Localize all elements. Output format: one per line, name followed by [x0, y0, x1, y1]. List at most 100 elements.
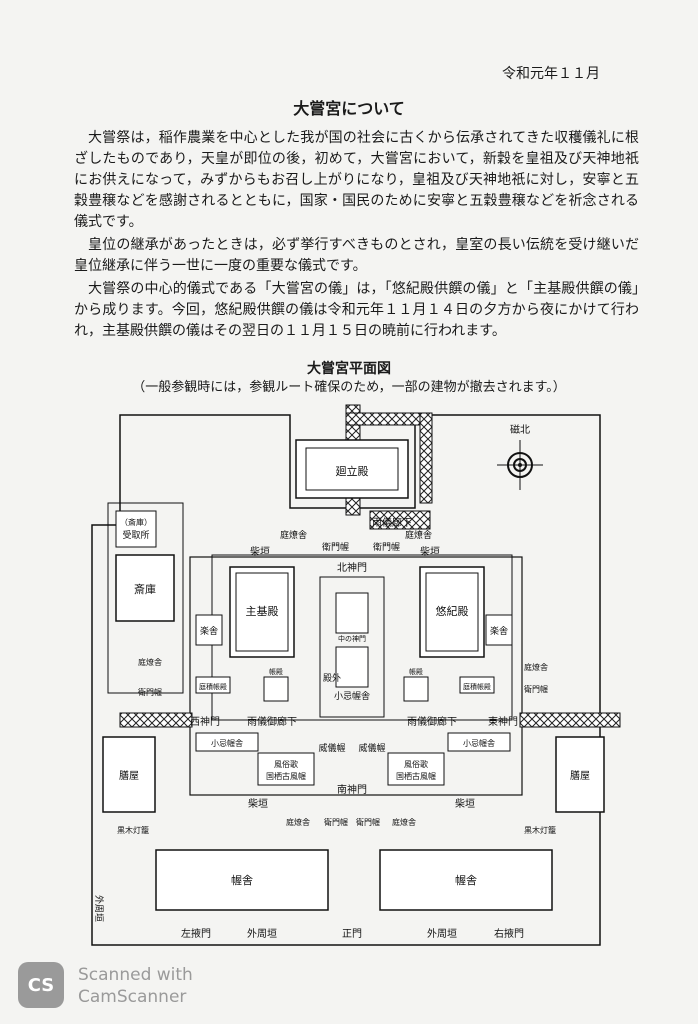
uneigorouka-right-label: 雨儀御廊下 — [407, 715, 457, 728]
shibagaki-label-top: 柴垣 — [250, 545, 270, 558]
teiryosha-bottom-right: 庭燎舎 — [392, 817, 416, 827]
sukiden-label: 主基殿 — [246, 605, 279, 618]
outer-wall — [91, 414, 601, 946]
akusha-right-label: 幄舎 — [455, 873, 477, 887]
map-note: （一般参観時には，参観ルート確保のため，一部の建物が撤去されます。） — [132, 380, 566, 395]
gakusha-right-label: 楽舎 — [490, 625, 508, 637]
gakusha-left-label: 楽舎 — [200, 625, 218, 637]
shibagaki-wall — [189, 556, 523, 796]
main-gate-label: 正門 — [342, 928, 362, 940]
paragraph-2: 皇位の継承があったときは，必ず挙行すべきものとされ，皇室の長い伝統を受け継いだ皇… — [74, 237, 639, 274]
choden-right — [403, 676, 429, 702]
kairyuden-inner — [305, 447, 399, 491]
teiryosha-label-top-left: 庭燎舎 — [280, 529, 307, 541]
teiryosha-label-top-right: 庭燎舎 — [405, 529, 432, 541]
eimonaku-left-label: 衛門幄 — [138, 687, 162, 697]
north-gate-label: 北神門 — [337, 561, 367, 574]
fuzokuka-right — [387, 752, 445, 786]
choden-right-label: 帳殿 — [409, 667, 423, 676]
shibagaki-label-bottom-left: 柴垣 — [248, 797, 268, 810]
central-corridor — [319, 576, 385, 718]
kurokitouro-right-label: 黒木灯籠 — [524, 825, 556, 835]
kurokitouro-left-label: 黒木灯籠 — [117, 825, 149, 835]
shibagaki-label-top-right: 柴垣 — [420, 545, 440, 558]
dengai-label: 殿外 — [323, 672, 341, 684]
floor-plan: 廻立殿 雨儀廊下 磁北 （斎庫） 受取所 斎庫 柴垣 柴垣 衛門幄 衛門幄 庭燎… — [91, 404, 621, 946]
saiko-building — [115, 554, 175, 622]
saiko-receiving-label-2: 受取所 — [122, 529, 149, 541]
teizumi-choden-left-label: 庭積帳殿 — [199, 682, 227, 691]
eimonaku-label-top-right: 衛門幄 — [373, 541, 400, 553]
teiryosha-left-label: 庭燎舎 — [138, 657, 162, 667]
top-corridor-right — [419, 412, 433, 504]
west-gate-label: 西神門 — [190, 715, 220, 728]
middle-gate-south — [335, 646, 369, 688]
eimonaku-bottom-right: 衛門幄 — [356, 817, 380, 827]
teiryosha-right-label: 庭燎舎 — [524, 662, 548, 672]
document-date: 令和元年１１月 — [502, 66, 600, 82]
kashiwaya-left — [102, 736, 156, 813]
fuzokuka-right-label-2: 国栖古風幄 — [396, 771, 436, 781]
kairyuden-label: 廻立殿 — [336, 464, 369, 478]
paragraph-3: 大嘗祭の中心的儀式である「大嘗宮の儀」は，「悠紀殿供饌の儀」と「主基殿供饌の儀」… — [74, 281, 639, 339]
sukiden-inner — [235, 572, 289, 652]
top-corridor-horizontal — [345, 412, 427, 426]
fuzokuka-left — [257, 752, 315, 786]
teiryosha-bottom-left: 庭燎舎 — [286, 817, 310, 827]
body-text: 大嘗祭は，稲作農業を中心とした我が国の社会に古くから伝承されてきた収穫儀礼に根ざ… — [74, 128, 639, 344]
document-title: 大嘗宮について — [293, 99, 405, 118]
oimi-akusha-left-label: 小忌幄舎 — [211, 738, 243, 748]
oimi-akusha-right-label: 小忌幄舎 — [463, 738, 495, 748]
outer-wall-side-label: 外周垣 — [93, 895, 105, 922]
yukiden-label: 悠紀殿 — [436, 604, 469, 618]
akusha-left — [155, 849, 329, 911]
roofed-corridor — [369, 510, 431, 530]
compass-icon — [497, 440, 543, 490]
middle-gate-north — [335, 592, 369, 634]
watermark-line-1: Scanned with — [78, 965, 193, 985]
map-title: 大嘗宮平面図 — [307, 361, 391, 377]
camscanner-watermark: Scanned with CamScanner — [78, 964, 193, 1008]
igi-aku-right-label: 威儀幄 — [358, 742, 385, 754]
oimi-akusha-left — [195, 732, 259, 752]
kashiwaya-left-label: 膳屋 — [119, 769, 139, 782]
west-corridor — [119, 712, 193, 728]
teizumi-choden-right-label: 庭積帳殿 — [463, 682, 491, 691]
middle-gate-label: 中の神門 — [338, 634, 366, 643]
fuzokuka-right-label-1: 風俗歌 — [404, 759, 428, 769]
eimonaku-bottom-left: 衛門幄 — [324, 817, 348, 827]
akusha-right — [379, 849, 553, 911]
oimi-akusha-right — [447, 732, 511, 752]
choden-left — [263, 676, 289, 702]
choden-left-label: 帳殿 — [269, 667, 283, 676]
shibagaki-label-bottom-right: 柴垣 — [455, 797, 475, 810]
igi-aku-left-label: 威儀幄 — [318, 742, 345, 754]
camscanner-logo-icon: CS — [18, 962, 64, 1008]
gakusha-left — [195, 614, 223, 646]
saiko-receiving-label-1: （斎庫） — [120, 517, 152, 527]
akusha-left-label: 幄舎 — [231, 873, 253, 887]
south-gate-label: 南神門 — [337, 783, 367, 796]
watermark-line-2: CamScanner — [78, 987, 187, 1007]
paragraph-1: 大嘗祭は，稲作農業を中心とした我が国の社会に古くから伝承されてきた収穫儀礼に根ざ… — [74, 130, 639, 230]
compass-label: 磁北 — [510, 423, 530, 436]
right-gate-label: 右掖門 — [494, 927, 524, 940]
eimonaku-label-top-left: 衛門幄 — [322, 541, 349, 553]
saiko-label: 斎庫 — [134, 582, 156, 596]
fuzokuka-left-label-1: 風俗歌 — [274, 759, 298, 769]
kashiwaya-right-label: 膳屋 — [570, 769, 590, 782]
teizumi-choden-left — [195, 676, 231, 694]
saiko-receiving — [115, 510, 157, 548]
eimonaku-right-label: 衛門幄 — [524, 684, 548, 694]
corridor-label: 雨儀廊下 — [372, 516, 412, 529]
fuzokuka-left-label-2: 国栖古風幄 — [266, 771, 306, 781]
kashiwaya-right — [555, 736, 605, 813]
saiko-enclosure — [107, 502, 184, 694]
uneigorouka-left-label: 雨儀御廊下 — [247, 715, 297, 728]
east-gate-label: 東神門 — [488, 715, 518, 728]
outer-wall-right-label: 外周垣 — [427, 928, 457, 940]
left-gate-label: 左掖門 — [181, 927, 211, 940]
outer-wall-left-label: 外周垣 — [247, 928, 277, 940]
east-corridor — [519, 712, 621, 728]
